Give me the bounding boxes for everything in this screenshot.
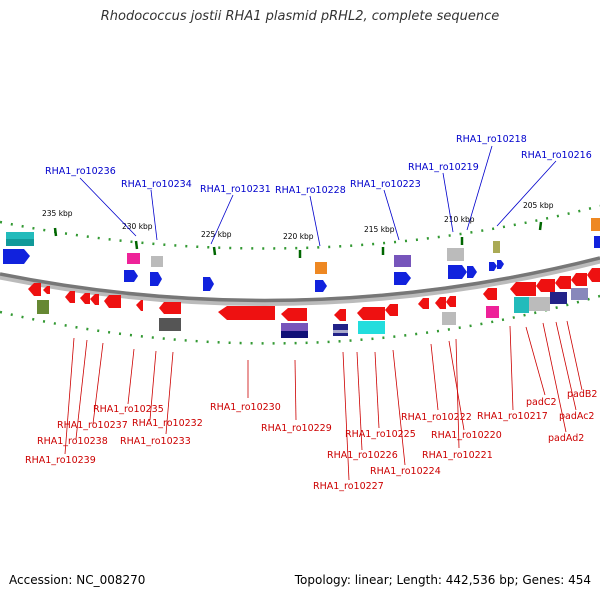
label-ro10226: RHA1_ro10226 — [327, 450, 398, 461]
tick-label-210: 210 kbp — [444, 215, 475, 224]
tick-label-220: 220 kbp — [283, 232, 314, 241]
label-ro10225: RHA1_ro10225 — [345, 429, 416, 440]
accession-label: Accession: NC_008270 — [9, 573, 146, 587]
top-gene-labels: RHA1_ro10236 RHA1_ro10234 RHA1_ro10231 R… — [45, 134, 592, 196]
label-ro10220: RHA1_ro10220 — [431, 430, 502, 441]
top-label-leaders — [79, 145, 557, 247]
backbone-shadow — [0, 256, 600, 306]
bottom-gene-labels: RHA1_ro10235 RHA1_ro10237 RHA1_ro10238 R… — [25, 389, 597, 492]
inner-cog-boxes — [37, 288, 588, 338]
label-ro10231: RHA1_ro10231 — [200, 184, 271, 195]
label-padAc2: padAc2 — [559, 411, 594, 422]
tick-label-225: 225 kbp — [201, 230, 232, 239]
label-ro10236: RHA1_ro10236 — [45, 166, 116, 177]
label-padC2: padC2 — [526, 397, 557, 408]
label-ro10234: RHA1_ro10234 — [121, 179, 192, 190]
label-ro10238: RHA1_ro10238 — [37, 436, 108, 447]
label-ro10223: RHA1_ro10223 — [350, 179, 421, 190]
tick-label-230: 230 kbp — [122, 222, 153, 231]
forward-strand-genes — [3, 236, 600, 292]
backbone — [0, 256, 600, 303]
label-ro10228: RHA1_ro10228 — [275, 185, 346, 196]
label-ro10227: RHA1_ro10227 — [313, 481, 384, 492]
tick-label-235: 235 kbp — [42, 209, 73, 218]
label-ro10219: RHA1_ro10219 — [408, 162, 479, 173]
label-ro10222: RHA1_ro10222 — [401, 412, 472, 423]
label-padAd2: padAd2 — [548, 433, 584, 444]
label-ro10235: RHA1_ro10235 — [93, 404, 164, 415]
label-ro10237: RHA1_ro10237 — [57, 420, 128, 431]
label-ro10230: RHA1_ro10230 — [210, 402, 281, 413]
outer-cog-boxes — [6, 218, 600, 274]
map-title: Rhodococcus jostii RHA1 plasmid pRHL2, c… — [100, 9, 500, 24]
label-padB2: padB2 — [567, 389, 597, 400]
label-ro10233: RHA1_ro10233 — [120, 436, 191, 447]
label-ro10232: RHA1_ro10232 — [132, 418, 203, 429]
label-ro10221: RHA1_ro10221 — [422, 450, 493, 461]
reverse-strand-genes — [28, 268, 600, 321]
tick-marks — [53, 221, 543, 258]
label-ro10224: RHA1_ro10224 — [370, 466, 441, 477]
topology-summary: Topology: linear; Length: 442,536 bp; Ge… — [294, 573, 591, 587]
tick-label-215: 215 kbp — [364, 225, 395, 234]
label-ro10229: RHA1_ro10229 — [261, 423, 332, 434]
outer-dotted-track — [0, 204, 600, 250]
tick-label-205: 205 kbp — [523, 201, 554, 210]
label-ro10239: RHA1_ro10239 — [25, 455, 96, 466]
label-ro10217: RHA1_ro10217 — [477, 411, 548, 422]
label-ro10218: RHA1_ro10218 — [456, 134, 527, 145]
label-ro10216: RHA1_ro10216 — [521, 150, 592, 161]
bottom-label-leaders — [64, 320, 583, 481]
